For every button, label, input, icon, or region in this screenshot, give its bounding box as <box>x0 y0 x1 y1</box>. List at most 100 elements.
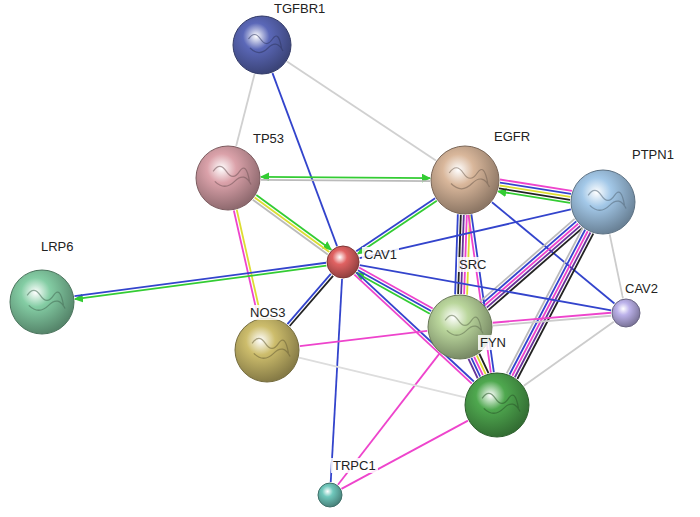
evidence-line <box>261 180 430 181</box>
interaction-edge <box>287 274 333 326</box>
evidence-line <box>331 279 342 482</box>
protein-sphere <box>196 146 260 210</box>
protein-node: CAV1 <box>326 245 360 279</box>
interaction-edge <box>74 263 326 299</box>
interaction-edge <box>299 358 465 398</box>
protein-node: EGFR <box>430 145 500 215</box>
protein-sphere <box>318 483 342 507</box>
protein-sphere <box>571 170 635 234</box>
evidence-line <box>468 359 477 378</box>
evidence-line <box>75 266 327 299</box>
sphere-shape <box>570 169 636 235</box>
evidence-line <box>510 230 586 375</box>
sphere-shape <box>317 482 343 508</box>
protein-node: PTPN1 <box>570 169 636 235</box>
sphere-shape <box>326 245 360 279</box>
protein-node: NOS3 <box>234 317 300 383</box>
evidence-line <box>517 234 593 379</box>
evidence-line <box>341 421 468 489</box>
protein-node: CAV2 <box>611 298 641 328</box>
evidence-line <box>255 197 330 252</box>
evidence-line <box>498 191 570 202</box>
sphere-shape <box>430 145 500 215</box>
protein-node: TP53 <box>195 145 261 211</box>
sphere-shape <box>611 298 641 328</box>
protein-node: TGFBR1 <box>232 15 292 75</box>
protein-sphere <box>431 146 499 214</box>
interaction-edge <box>300 331 427 346</box>
evidence-line <box>499 188 570 199</box>
evidence-line <box>256 195 331 250</box>
protein-label: LRP6 <box>39 239 76 254</box>
interaction-edge <box>524 322 614 386</box>
evidence-line <box>237 210 261 318</box>
protein-label: CAV1 <box>362 247 399 262</box>
structure-sketch <box>27 290 65 310</box>
protein-label: FYN <box>478 335 508 350</box>
protein-node: FYN <box>464 372 530 438</box>
evidence-line <box>299 358 465 398</box>
protein-sphere <box>10 270 74 334</box>
protein-label: NOS3 <box>248 305 287 320</box>
protein-sphere <box>612 299 640 327</box>
structure-sketch <box>213 166 251 186</box>
evidence-line <box>461 215 464 294</box>
evidence-line <box>464 215 467 294</box>
evidence-line <box>261 177 430 178</box>
evidence-line <box>272 73 337 246</box>
evidence-line <box>500 183 571 194</box>
sphere-shape <box>234 317 300 383</box>
structure-sketch <box>249 35 284 53</box>
sphere-shape <box>427 294 493 360</box>
interaction-edge <box>261 177 430 181</box>
evidence-line <box>300 331 427 346</box>
protein-sphere <box>327 246 359 278</box>
evidence-line <box>287 62 436 161</box>
interaction-edge <box>272 73 337 246</box>
protein-node: LRP6 <box>9 269 75 335</box>
evidence-line <box>234 210 258 318</box>
evidence-line <box>253 200 328 255</box>
interaction-edge <box>493 313 612 326</box>
interaction-edge <box>341 421 468 489</box>
protein-label: EGFR <box>492 129 532 144</box>
protein-label: TP53 <box>251 131 286 146</box>
protein-sphere <box>465 373 529 437</box>
interaction-edge <box>468 354 488 379</box>
evidence-line <box>359 268 433 309</box>
interaction-edge <box>234 210 261 318</box>
structure-sketch <box>252 338 290 358</box>
protein-label: CAV2 <box>623 281 660 296</box>
evidence-line <box>287 274 330 324</box>
protein-label: PTPN1 <box>630 147 676 162</box>
interaction-edge <box>356 198 437 254</box>
protein-node: SRC <box>427 294 493 360</box>
structure-sketch <box>482 393 520 413</box>
sphere-shape <box>9 269 75 335</box>
protein-sphere <box>233 16 291 74</box>
protein-label: SRC <box>457 257 488 272</box>
sphere-shape <box>195 145 261 211</box>
structure-sketch <box>445 315 483 335</box>
interaction-edge <box>287 62 436 161</box>
evidence-line <box>493 316 611 326</box>
protein-node: TRPC1 <box>317 482 343 508</box>
protein-label: TRPC1 <box>331 458 378 473</box>
protein-sphere <box>235 318 299 382</box>
interaction-edge <box>331 279 342 482</box>
interaction-edge <box>610 234 623 298</box>
evidence-line <box>610 234 623 298</box>
evidence-line <box>524 322 614 386</box>
protein-label: TGFBR1 <box>272 1 327 16</box>
structure-sketch <box>588 190 626 210</box>
interaction-edge <box>498 180 572 203</box>
evidence-line <box>358 201 437 254</box>
sphere-shape <box>232 15 292 75</box>
evidence-line <box>500 186 571 197</box>
evidence-line <box>483 221 577 303</box>
structure-sketch <box>449 168 489 189</box>
interaction-edge <box>507 228 594 379</box>
evidence-line <box>290 276 333 326</box>
sphere-shape <box>464 372 530 438</box>
